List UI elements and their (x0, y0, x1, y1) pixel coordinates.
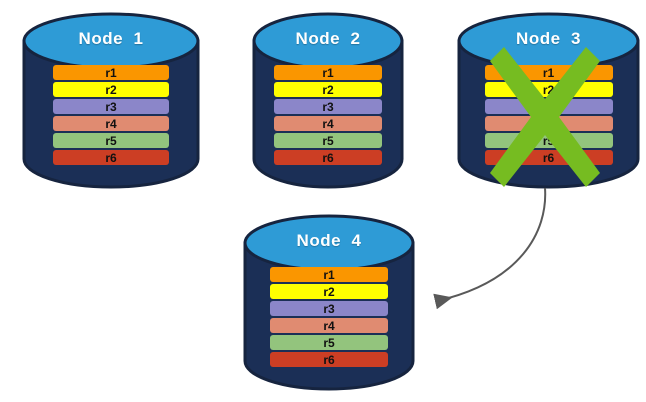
record-row[interactable]: r5 (484, 133, 613, 148)
record-row[interactable]: r1 (53, 65, 169, 80)
node-4-cylinder[interactable]: Node 4 r1 r2 r3 r4 r5 r6 (243, 213, 415, 391)
record-label: r5 (542, 133, 555, 148)
record-label: r2 (105, 82, 117, 97)
record-label: r6 (105, 150, 117, 165)
record-row[interactable]: r2 (53, 82, 169, 97)
record-row[interactable]: r6 (484, 150, 613, 165)
record-row[interactable]: r1 (270, 267, 388, 282)
record-label: r5 (322, 133, 334, 148)
record-row[interactable]: r2 (484, 82, 613, 97)
node-3-cylinder[interactable]: Node 3 r1 r2 r3 r4 r5 r6 (457, 11, 640, 189)
record-row[interactable]: r5 (274, 133, 382, 148)
record-label: r1 (105, 65, 117, 80)
record-row[interactable]: r1 (274, 65, 382, 80)
record-row[interactable]: r4 (274, 116, 382, 131)
record-row[interactable]: r4 (484, 116, 613, 131)
record-row[interactable]: r1 (484, 65, 613, 80)
record-label: r4 (322, 116, 334, 131)
node-2-records: r1 r2 r3 r4 r5 r6 (252, 65, 404, 165)
record-label: r3 (542, 99, 555, 114)
record-row[interactable]: r3 (484, 99, 613, 114)
node-4-records: r1 r2 r3 r4 r5 r6 (243, 267, 415, 367)
record-label: r2 (323, 284, 335, 299)
node-1-cylinder[interactable]: Node 1 r1 r2 r3 r4 r5 r6 (22, 11, 200, 189)
record-label: r3 (322, 99, 334, 114)
record-label: r2 (542, 82, 555, 97)
record-label: r4 (542, 116, 555, 131)
record-row[interactable]: r5 (270, 335, 388, 350)
record-row[interactable]: r4 (53, 116, 169, 131)
record-label: r3 (105, 99, 117, 114)
record-label: r5 (323, 335, 335, 350)
record-label: r1 (542, 65, 555, 80)
record-row[interactable]: r3 (274, 99, 382, 114)
node-1-records: r1 r2 r3 r4 r5 r6 (22, 65, 200, 165)
record-label: r6 (542, 150, 555, 165)
record-row[interactable]: r3 (53, 99, 169, 114)
record-label: r4 (105, 116, 117, 131)
record-label: r3 (323, 301, 335, 316)
record-row[interactable]: r4 (270, 318, 388, 333)
record-row[interactable]: r2 (274, 82, 382, 97)
record-label: r1 (322, 65, 334, 80)
record-label: r1 (323, 267, 335, 282)
record-row[interactable]: r3 (270, 301, 388, 316)
record-label: r5 (105, 133, 117, 148)
record-row[interactable]: r6 (53, 150, 169, 165)
record-label: r4 (323, 318, 335, 333)
node-2-cylinder[interactable]: Node 2 r1 r2 r3 r4 r5 r6 (252, 11, 404, 189)
record-row[interactable]: r6 (274, 150, 382, 165)
record-label: r6 (322, 150, 334, 165)
record-label: r2 (322, 82, 334, 97)
record-row[interactable]: r6 (270, 352, 388, 367)
record-row[interactable]: r5 (53, 133, 169, 148)
node-3-records: r1 r2 r3 r4 r5 r6 (457, 65, 640, 165)
record-row[interactable]: r2 (270, 284, 388, 299)
record-label: r6 (323, 352, 335, 367)
